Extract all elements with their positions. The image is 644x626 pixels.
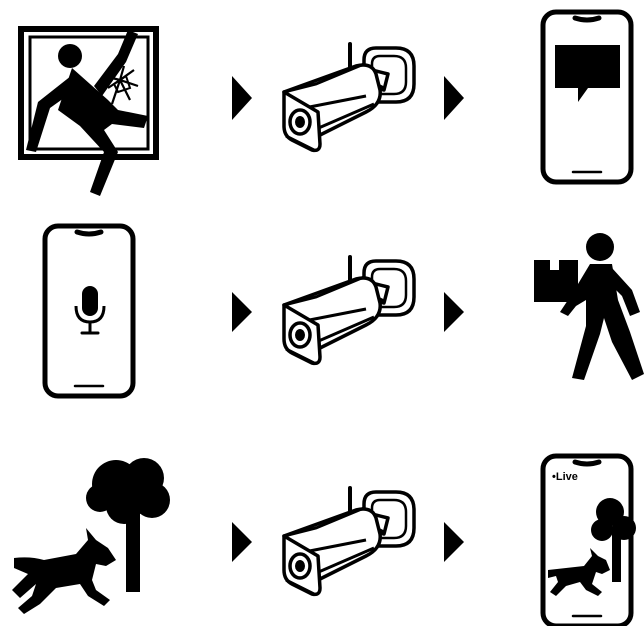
arrow-icon [232, 76, 252, 120]
dog-icon [12, 528, 116, 614]
arrow-icon [232, 522, 252, 562]
phone-microphone-icon [45, 226, 133, 396]
security-camera-icon [284, 488, 414, 594]
tree-icon [86, 458, 170, 592]
delivery-person-icon [534, 233, 644, 380]
arrow-icon [444, 292, 464, 332]
smartphone-icon [543, 12, 631, 182]
dog-tree-icon [12, 458, 170, 614]
phone-message-icon [543, 12, 631, 182]
arrow-icon [444, 76, 464, 120]
phone-live-view-icon: •Live [543, 456, 636, 626]
security-camera-icon [284, 257, 414, 363]
burglar-window-icon [21, 29, 156, 196]
arrow-icon [232, 292, 252, 332]
security-camera-icon [284, 44, 414, 150]
arrow-icon [444, 522, 464, 562]
live-label: •Live [552, 471, 578, 483]
